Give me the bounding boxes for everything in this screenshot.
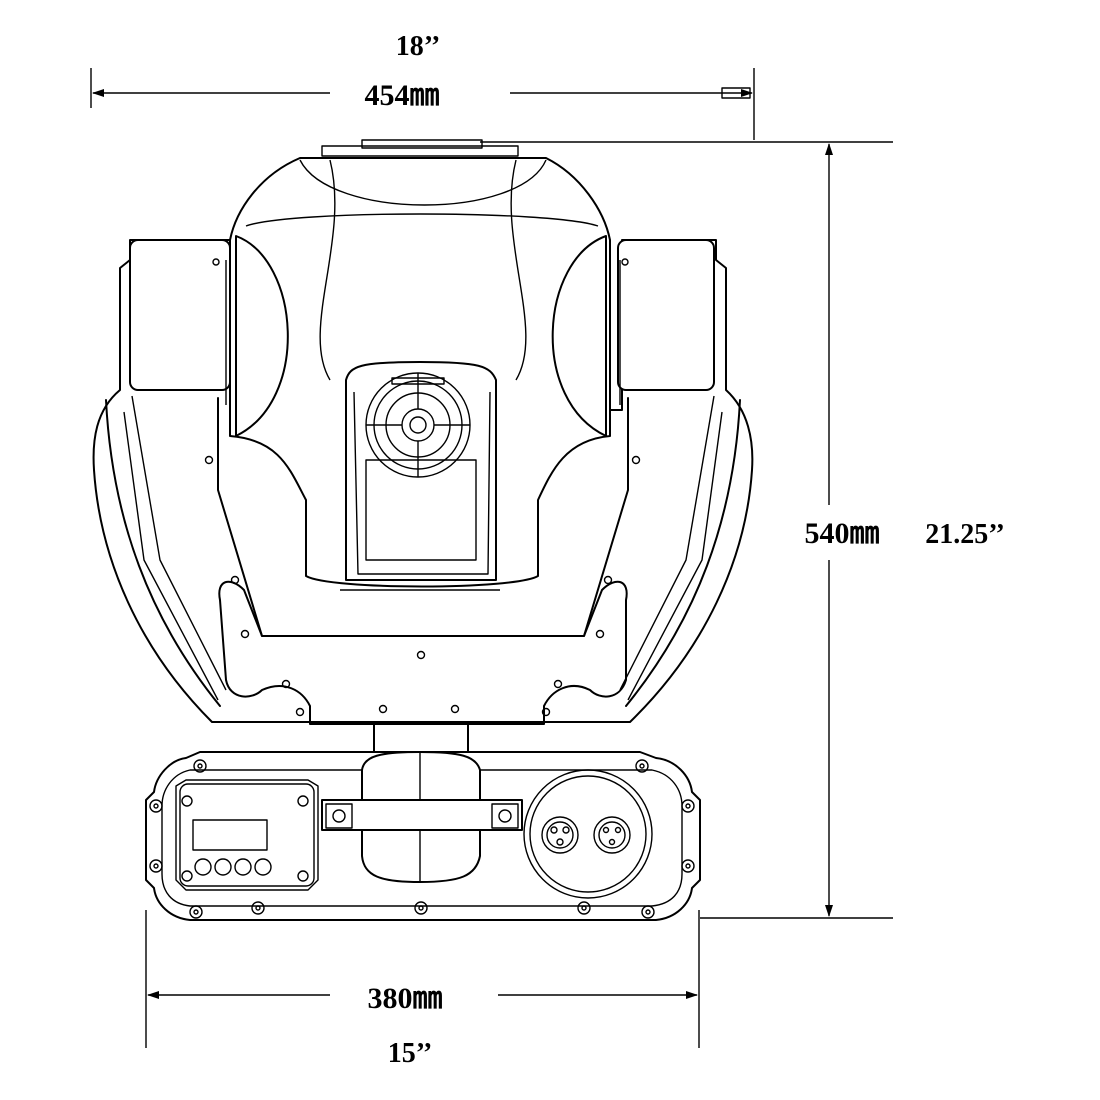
width-dimension-top: 18’’ 454㎜	[90, 31, 755, 140]
carry-handle	[321, 751, 523, 883]
bottom-width-mm: 380㎜	[368, 982, 443, 1015]
height-inches: 21.25’’	[925, 519, 1005, 550]
base-screws	[149, 759, 695, 919]
height-mm: 540㎜	[805, 517, 880, 550]
menu-button[interactable]	[194, 858, 212, 876]
xlr-input-icon	[541, 816, 579, 854]
width-dimension-bottom: 380㎜ 15’’	[145, 910, 700, 1069]
fan-grille-icon	[365, 372, 471, 478]
top-width-mm: 454㎜	[365, 79, 440, 112]
down-button[interactable]	[234, 858, 252, 876]
up-button[interactable]	[214, 858, 232, 876]
yoke	[92, 239, 754, 725]
xlr-output-icon	[593, 816, 631, 854]
height-dimension-right: 540㎜ 21.25’’	[480, 141, 1005, 919]
base	[145, 751, 701, 921]
enter-button[interactable]	[254, 858, 272, 876]
moving-head	[229, 139, 611, 591]
yoke-screws	[204, 258, 641, 717]
xlr-connector-plate	[523, 769, 653, 899]
lcd-display	[192, 819, 268, 851]
top-width-inches: 18’’	[396, 31, 441, 62]
control-panel	[175, 779, 319, 891]
bottom-width-inches: 15’’	[388, 1038, 433, 1069]
